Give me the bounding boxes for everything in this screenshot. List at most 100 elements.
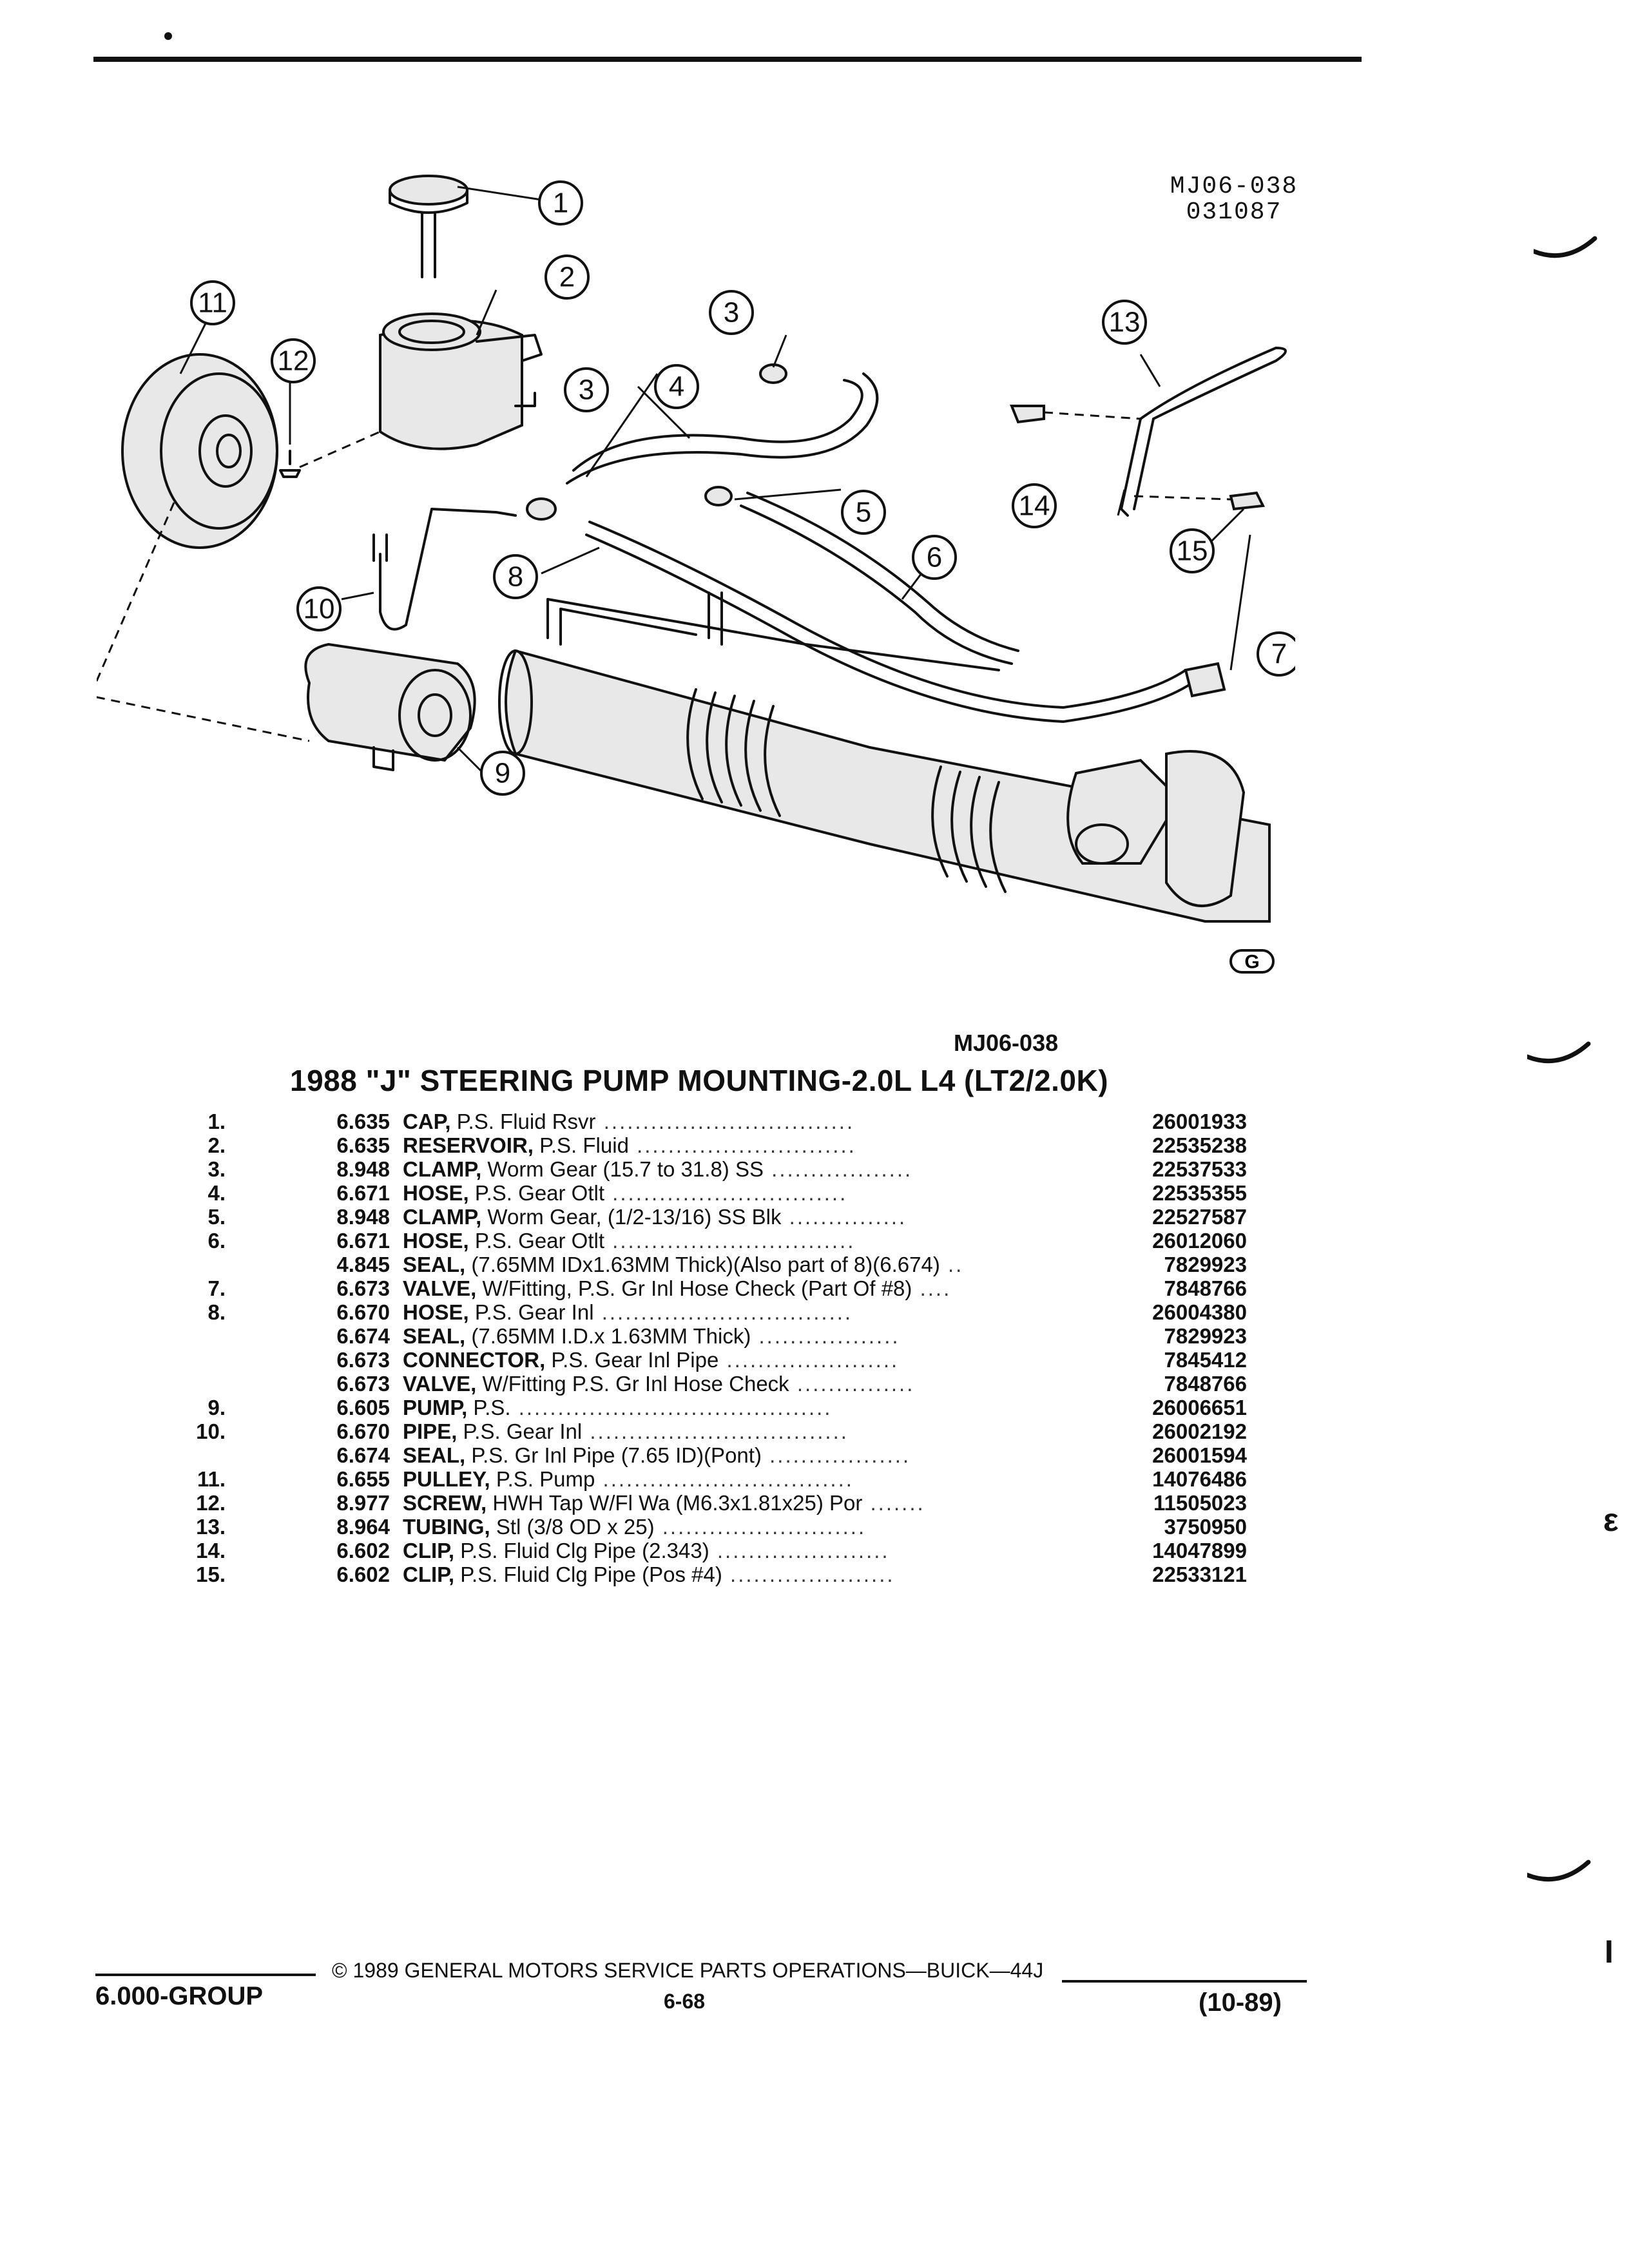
cooling-tubing xyxy=(1120,418,1155,517)
part-description: SEAL, (7.65MM IDx1.63MM Thick)(Also part… xyxy=(403,1253,1060,1276)
group-number: 6.673 xyxy=(336,1276,390,1300)
diagram-reference-top: MJ06-038 031087 xyxy=(1150,174,1318,226)
callout-15: 15 xyxy=(1170,528,1215,573)
screw xyxy=(279,450,301,478)
part-number: 7829923 xyxy=(1164,1324,1247,1348)
part-number: 7848766 xyxy=(1164,1276,1247,1300)
footer-group: 6.000-GROUP xyxy=(95,1982,264,2010)
callout-10: 10 xyxy=(296,586,342,631)
diagram-reference-bottom: MJ06-038 xyxy=(954,1030,1059,1056)
reference-code: MJ06-038 xyxy=(1170,173,1298,200)
callout-2: 2 xyxy=(545,255,590,300)
footer-date: (10-89) xyxy=(1199,1988,1282,2017)
svg-text:10: 10 xyxy=(304,593,335,625)
part-detail: Worm Gear, (1/2-13/16) SS Blk xyxy=(481,1205,782,1229)
dot-leader: ............... xyxy=(781,1205,907,1229)
parts-row: 4.845 SEAL, (7.65MM IDx1.63MM Thick)(Also… xyxy=(161,1253,1257,1276)
top-rule xyxy=(93,57,1362,62)
margin-mark-2: I xyxy=(1605,1934,1614,1970)
callout-1: 1 xyxy=(538,180,583,226)
part-name: CLAMP, xyxy=(403,1157,482,1181)
exploded-diagram: 1 2 3 3 4 5 6 7 8 9 10 11 12 13 14 15 G xyxy=(97,175,1295,974)
part-name: RESERVOIR, xyxy=(403,1133,534,1157)
gear-inlet-hose xyxy=(585,533,1193,723)
group-number: 6.602 xyxy=(336,1562,390,1586)
item-number: 3. xyxy=(207,1157,226,1181)
dot-leader: .................. xyxy=(751,1324,900,1348)
callout-12: 12 xyxy=(271,338,316,383)
svg-text:2: 2 xyxy=(559,262,575,293)
group-number: 6.655 xyxy=(336,1467,390,1491)
svg-text:13: 13 xyxy=(1109,307,1141,338)
part-number: 11505023 xyxy=(1153,1491,1247,1515)
dot-leader: ...................... xyxy=(718,1348,900,1372)
dot-leader: ............................... xyxy=(604,1229,856,1253)
part-number: 26001933 xyxy=(1152,1110,1247,1133)
callout-14: 14 xyxy=(1012,483,1057,528)
group-number: 4.845 xyxy=(336,1253,390,1276)
diagram-mark: G xyxy=(1229,949,1275,974)
item-number: 11. xyxy=(197,1467,226,1491)
check-valve xyxy=(1184,662,1226,698)
reservoir xyxy=(379,312,543,450)
footer-copyright: © 1989 GENERAL MOTORS SERVICE PARTS OPER… xyxy=(332,1959,1044,1982)
margin-hook-3 xyxy=(1527,1860,1591,1882)
part-name: CAP, xyxy=(403,1110,451,1133)
part-description: CONNECTOR, P.S. Gear Inl Pipe ..........… xyxy=(403,1348,1060,1372)
item-number: 9. xyxy=(207,1396,226,1419)
part-description: SEAL, (7.65MM I.D.x 1.63MM Thick) ......… xyxy=(403,1324,1060,1348)
page-dot xyxy=(164,32,172,40)
part-detail: P.S. Gear Inl xyxy=(457,1419,583,1443)
part-description: HOSE, P.S. Gear Otlt ...................… xyxy=(403,1229,1060,1253)
pump xyxy=(304,642,476,771)
item-number: 8. xyxy=(207,1300,226,1324)
part-number: 26002192 xyxy=(1152,1419,1247,1443)
part-description: CLIP, P.S. Fluid Clg Pipe (2.343) ......… xyxy=(403,1539,1060,1562)
group-number: 6.671 xyxy=(336,1181,390,1205)
svg-text:8: 8 xyxy=(508,561,523,593)
svg-text:3: 3 xyxy=(724,297,739,329)
callout-8: 8 xyxy=(493,554,538,599)
dot-leader: .................. xyxy=(761,1443,911,1467)
part-number: 14047899 xyxy=(1152,1539,1247,1562)
part-number: 22535355 xyxy=(1152,1181,1247,1205)
footer-page-number: 6-68 xyxy=(664,1990,706,2013)
callout-7: 7 xyxy=(1257,631,1295,677)
callout-3b: 3 xyxy=(564,367,609,412)
part-detail: (7.65MM IDx1.63MM Thick)(Also part of 8)… xyxy=(465,1253,940,1276)
svg-text:14: 14 xyxy=(1019,490,1050,522)
part-detail: P.S. Fluid xyxy=(533,1133,629,1157)
dot-leader: ............................ xyxy=(628,1133,856,1157)
dot-leader: .... xyxy=(912,1276,952,1300)
part-description: CLIP, P.S. Fluid Clg Pipe (Pos #4) .....… xyxy=(403,1562,1060,1586)
part-description: RESERVOIR, P.S. Fluid ..................… xyxy=(403,1133,1060,1157)
part-name: SCREW, xyxy=(403,1491,487,1515)
part-number: 22535238 xyxy=(1152,1133,1247,1157)
item-number: 15. xyxy=(196,1562,226,1586)
part-number: 7848766 xyxy=(1164,1372,1247,1396)
callout-3a: 3 xyxy=(709,290,754,335)
svg-text:11: 11 xyxy=(198,287,227,319)
part-detail: W/Fitting, P.S. Gr Inl Hose Check (Part … xyxy=(476,1276,912,1300)
part-name: SEAL, xyxy=(403,1443,466,1467)
part-description: PULLEY, P.S. Pump ......................… xyxy=(403,1467,1060,1491)
part-description: TUBING, Stl (3/8 OD x 25) ..............… xyxy=(403,1515,1060,1539)
callout-9: 9 xyxy=(480,751,525,796)
dot-leader: .......................... xyxy=(654,1515,867,1539)
section-title: 1988 "J" STEERING PUMP MOUNTING-2.0L L4 … xyxy=(290,1064,1109,1097)
part-number: 3750950 xyxy=(1164,1515,1247,1539)
clip-left xyxy=(1010,405,1045,424)
part-detail: P.S. Gear Inl Pipe xyxy=(545,1348,719,1372)
inlet-pipe xyxy=(379,508,517,631)
